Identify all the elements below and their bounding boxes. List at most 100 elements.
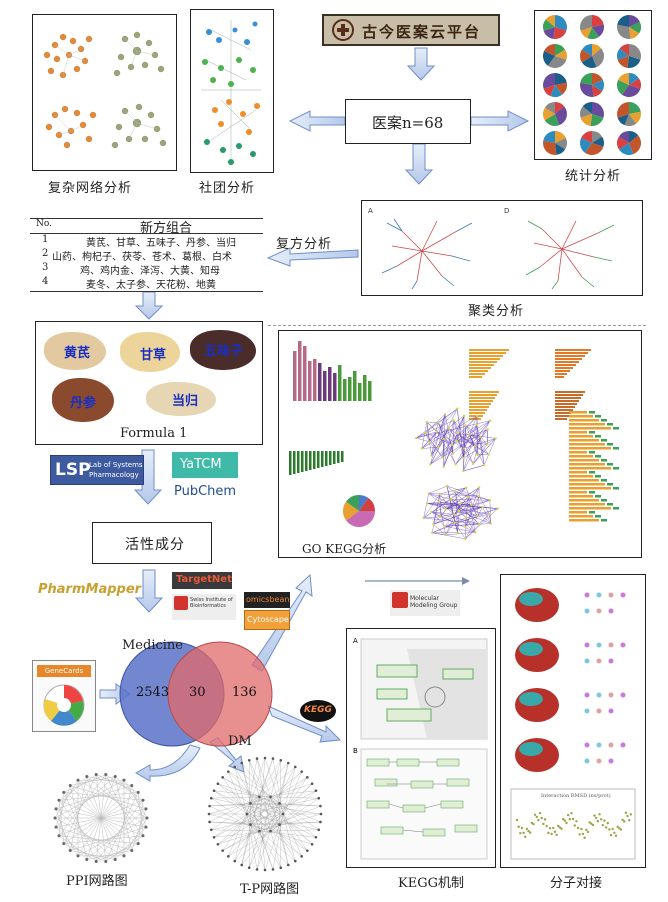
network-edge — [444, 523, 491, 527]
tp-node — [216, 842, 220, 846]
sib-mmg-logo[interactable]: Molecular Modeling Group — [390, 590, 460, 616]
go-h-bar — [469, 370, 488, 372]
rmsd-point — [550, 832, 553, 836]
tp-node — [233, 765, 237, 769]
go-h-bar — [555, 361, 579, 363]
sib-logo[interactable]: Swiss Institute of Bioinformatics — [172, 594, 236, 620]
go-h-bar — [469, 412, 485, 414]
network-edge — [427, 503, 490, 515]
pharmmapper-logo[interactable]: PharmMapper — [38, 582, 148, 602]
tp-node — [279, 866, 283, 870]
network-edge — [478, 495, 490, 515]
network-edge — [431, 511, 476, 533]
pie-slice — [617, 56, 629, 68]
ppi-edge — [138, 792, 144, 836]
tp-edge — [209, 821, 280, 825]
network-edge — [427, 503, 498, 509]
sib-mmg-logo-text: Molecular Modeling Group — [410, 595, 458, 609]
network-node — [496, 507, 499, 510]
pie-slice — [544, 102, 555, 114]
section-divider — [268, 325, 646, 326]
tp-edge — [250, 790, 317, 825]
tp-edge — [270, 796, 319, 830]
network-node — [444, 533, 447, 537]
rmsd-point — [540, 816, 543, 820]
network-edge — [444, 526, 476, 533]
pie-slice — [553, 27, 567, 39]
pie-slice — [555, 137, 567, 150]
tp-label: T-P网路图 — [240, 882, 300, 897]
herb-label: 丹参 — [70, 396, 97, 411]
pie-slice — [629, 21, 641, 34]
pie-slice — [627, 56, 641, 68]
ppi-edge — [63, 843, 106, 862]
network-node — [464, 424, 468, 427]
tp-node — [240, 761, 244, 765]
network-edge — [455, 424, 478, 465]
network-edge — [453, 420, 464, 459]
pubchem-logo[interactable]: PubChem — [174, 484, 246, 502]
tp-edge — [228, 771, 251, 825]
tp-node — [249, 823, 252, 826]
bar-small — [329, 451, 332, 465]
tp-node — [319, 812, 323, 816]
bar-small — [309, 451, 312, 470]
go-h-bar — [555, 406, 575, 408]
kegg-bar — [569, 447, 611, 450]
interaction-residue — [596, 692, 602, 698]
kegg-bar — [569, 439, 599, 442]
pie-slice — [629, 78, 641, 89]
network-edge — [436, 431, 456, 465]
tp-edge — [246, 777, 308, 815]
pie-slice — [543, 19, 555, 31]
network-node — [466, 495, 470, 498]
venn-overlap: 30 — [189, 685, 206, 700]
network-edge — [463, 415, 478, 449]
network-edge — [425, 432, 443, 458]
kegg-bar — [569, 467, 611, 470]
network-node — [429, 463, 432, 466]
kegg-bar — [569, 491, 587, 494]
ppi-node — [144, 807, 148, 811]
pie-slice — [629, 44, 641, 60]
ppi-node — [113, 774, 117, 778]
ppi-node — [94, 773, 98, 777]
network-edge — [443, 414, 446, 467]
tp-edge — [270, 831, 281, 868]
community-label: 社团分析 — [199, 181, 256, 196]
network-edge — [442, 415, 465, 458]
ppi-node — [76, 854, 80, 858]
pie-slice — [618, 73, 629, 85]
pie-slice — [544, 44, 555, 56]
network-edge — [440, 516, 455, 523]
rmsd-point — [608, 828, 611, 831]
go-pie-slice — [343, 501, 359, 521]
platform-logo[interactable]: 古今医案云平台 — [322, 14, 500, 46]
tp-edge — [279, 821, 321, 825]
venn-right-circle — [167, 641, 273, 747]
tp-edge — [270, 829, 319, 832]
network-node — [452, 513, 456, 516]
cytoscape-logo[interactable]: Cytoscape — [244, 610, 290, 630]
network-edge — [463, 420, 491, 472]
kegg-logo[interactable]: KEGG — [300, 700, 336, 722]
rmsd-point — [578, 833, 581, 836]
network-node — [426, 502, 429, 505]
pie-slice — [592, 24, 604, 37]
pie-slice — [592, 48, 604, 68]
genecards-logo[interactable]: GeneCards — [32, 660, 96, 732]
network-edge — [431, 422, 439, 456]
targetnet-logo[interactable]: TargetNet — [172, 572, 232, 589]
go-h-bar — [555, 364, 576, 366]
tp-edge — [256, 831, 271, 870]
omicsbean-logo[interactable]: omicsbean — [244, 592, 290, 608]
ppi-edge — [58, 800, 64, 844]
tp-edge — [246, 760, 281, 815]
lsp-logo[interactable]: LSP Lab of Systems Pharmacology — [50, 455, 144, 485]
network-node — [468, 433, 471, 436]
ppi-edge — [58, 792, 64, 836]
network-node — [447, 427, 451, 430]
interaction-residue — [608, 642, 614, 648]
yatcm-logo[interactable]: YaTCM — [172, 452, 238, 478]
go-h-bar — [555, 412, 571, 414]
